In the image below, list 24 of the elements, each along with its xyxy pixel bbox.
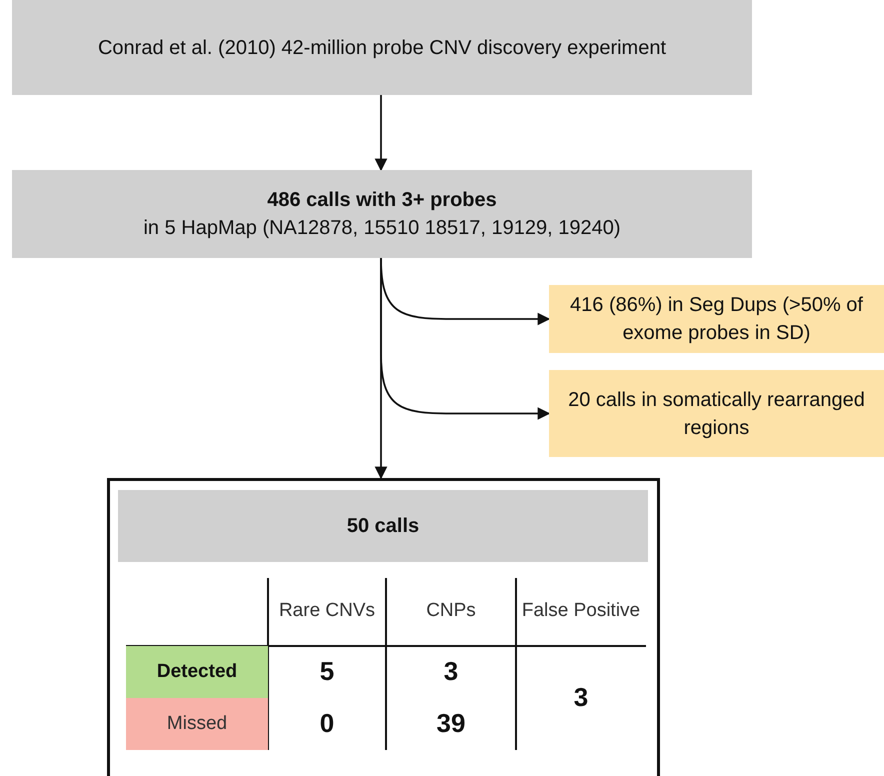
heading-text: 50 calls: [346, 514, 420, 539]
table-cell-text: 0: [318, 707, 336, 740]
column-header: Rare CNVs: [278, 598, 376, 623]
header-box: [118, 490, 648, 562]
table-cell-text: 3: [572, 681, 590, 714]
table-cell-text: 3: [442, 655, 460, 688]
heading-text: 486 calls with 3+ probes: [267, 188, 497, 213]
arrow: [374, 95, 388, 172]
note-box: [549, 285, 884, 353]
table-cell-text: 39: [436, 707, 466, 740]
process-box: [12, 0, 752, 95]
node-text: Conrad et al. (2010) 42-million probe CNV discovery experiment: [98, 36, 666, 60]
arrow: [374, 258, 388, 480]
node-text: 416 (86%) in Seg Dups (>50% of exome probes in SD): [569, 293, 864, 346]
note-box: [549, 370, 884, 457]
process-box: [12, 170, 752, 258]
column-header: CNPs: [425, 598, 477, 623]
table-panel: [107, 478, 660, 776]
row-header: Missed: [126, 698, 268, 750]
node-text: 20 calls in somatically rearranged regions: [567, 388, 866, 440]
column-header: False Positive: [520, 598, 642, 623]
row-header: Detected: [126, 646, 268, 698]
node-text: in 5 HapMap (NA12878, 15510 18517, 19129, 19240): [143, 216, 621, 241]
table-cell-text: 5: [318, 655, 336, 688]
